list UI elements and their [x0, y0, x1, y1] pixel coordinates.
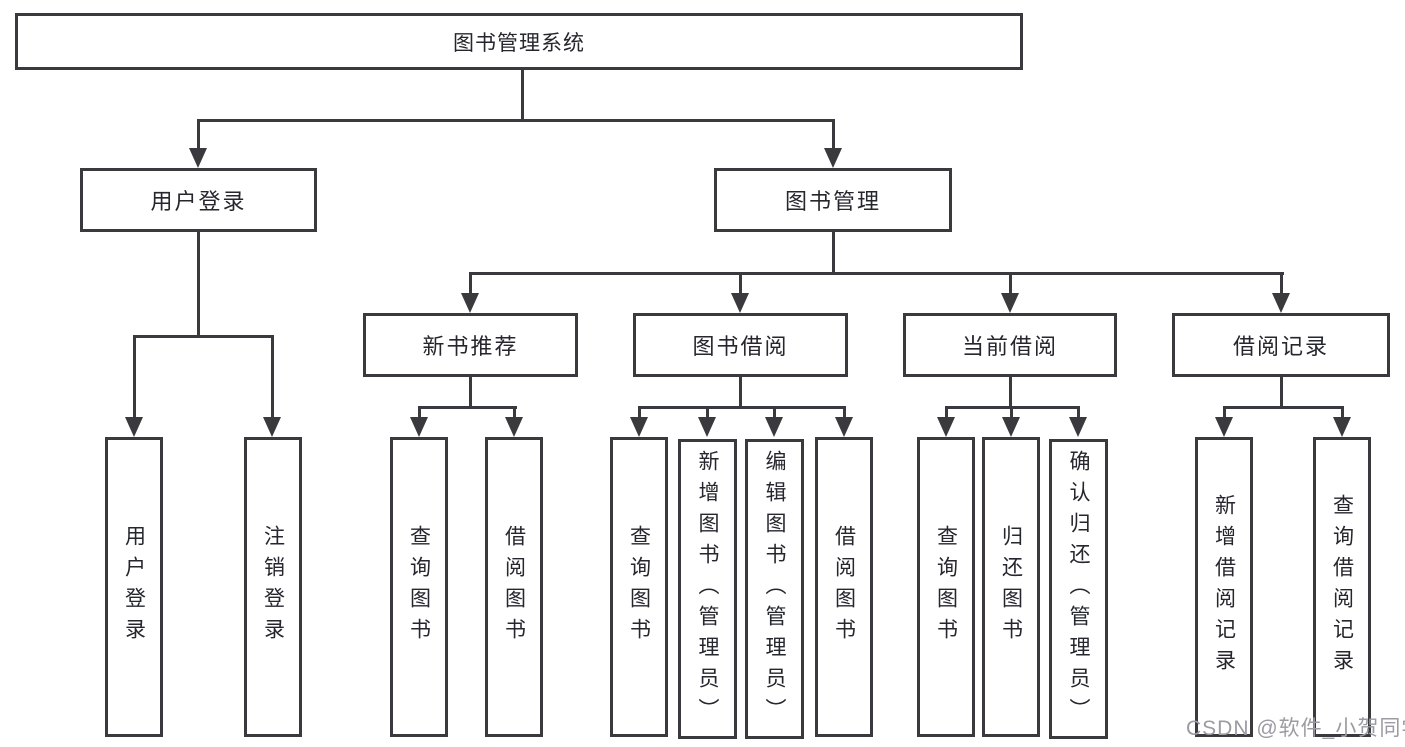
- leaf-user-login-label: 用户登录: [122, 525, 146, 649]
- node-user-login-label: 用户登录: [150, 189, 247, 214]
- leaf-confirm-return-admin: 确认归还（管理员）: [1049, 439, 1108, 739]
- connector-line: [521, 68, 524, 122]
- connector-line: [1341, 407, 1344, 419]
- connector-line: [1077, 407, 1080, 419]
- connector-line: [133, 336, 136, 419]
- arrow-down-icon: [731, 293, 749, 313]
- arrow-down-icon: [824, 148, 842, 168]
- connector-line: [197, 119, 835, 122]
- leaf-query-books-recommend: 查询图书: [390, 437, 448, 737]
- leaf-query-books-borrow-label: 查询图书: [627, 525, 651, 649]
- arrow-down-icon: [410, 417, 428, 437]
- leaf-borrow-books-label: 借阅图书: [832, 525, 856, 649]
- connector-line: [418, 406, 517, 409]
- arrow-down-icon: [1001, 293, 1019, 313]
- leaf-logout-label: 注销登录: [261, 525, 285, 649]
- node-book-management-label: 图书管理: [784, 189, 881, 214]
- connector-line: [513, 407, 516, 419]
- connector-line: [1223, 406, 1344, 409]
- connector-line: [1010, 407, 1013, 419]
- arrow-down-icon: [1333, 417, 1351, 437]
- connector-line: [739, 273, 742, 295]
- connector-line: [638, 406, 846, 409]
- connector-line: [197, 232, 200, 338]
- leaf-add-borrow-record-label: 新增借阅记录: [1212, 494, 1236, 680]
- connector-line: [1009, 273, 1012, 295]
- connector-line: [418, 407, 421, 419]
- connector-line: [1280, 377, 1283, 408]
- connector-line: [945, 407, 948, 419]
- arrow-down-icon: [125, 417, 143, 437]
- leaf-query-books-current-label: 查询图书: [934, 525, 958, 649]
- connector-line: [773, 407, 776, 419]
- connector-line: [271, 336, 274, 419]
- leaf-query-borrow-record: 查询借阅记录: [1313, 437, 1371, 737]
- connector-line: [739, 377, 742, 408]
- arrow-down-icon: [505, 417, 523, 437]
- arrow-down-icon: [698, 417, 716, 437]
- leaf-query-books-recommend-label: 查询图书: [407, 525, 431, 649]
- node-book-borrow-label: 图书借阅: [692, 334, 789, 359]
- leaf-borrow-books-recommend: 借阅图书: [485, 437, 543, 737]
- connector-line: [638, 407, 641, 419]
- leaf-return-book-label: 归还图书: [999, 525, 1023, 649]
- arrow-down-icon: [937, 417, 955, 437]
- connector-line: [469, 377, 472, 408]
- arrow-down-icon: [1215, 417, 1233, 437]
- node-root-label: 图书管理系统: [453, 31, 585, 55]
- leaf-query-borrow-record-label: 查询借阅记录: [1330, 494, 1354, 680]
- watermark: CSDN @软件_小贺同学: [1186, 717, 1405, 740]
- leaf-confirm-return-admin-label: 确认归还（管理员）: [1067, 449, 1090, 729]
- arrow-down-icon: [461, 293, 479, 313]
- node-user-login: 用户登录: [80, 168, 317, 232]
- leaf-user-login: 用户登录: [105, 437, 163, 737]
- node-current-borrow: 当前借阅: [903, 313, 1117, 377]
- leaf-add-book-admin: 新增图书（管理员）: [678, 439, 737, 739]
- arrow-down-icon: [835, 417, 853, 437]
- arrow-down-icon: [1069, 417, 1087, 437]
- arrow-down-icon: [263, 417, 281, 437]
- node-root: 图书管理系统: [15, 13, 1023, 70]
- node-borrow-records-label: 借阅记录: [1232, 334, 1329, 359]
- connector-line: [1009, 377, 1012, 408]
- leaf-edit-book-admin: 编辑图书（管理员）: [745, 439, 804, 739]
- arrow-down-icon: [765, 417, 783, 437]
- node-borrow-records: 借阅记录: [1172, 313, 1390, 377]
- connector-line: [1223, 407, 1226, 419]
- arrow-down-icon: [1272, 293, 1290, 313]
- connector-line: [469, 273, 472, 295]
- connector-line: [843, 407, 846, 419]
- arrow-down-icon: [189, 148, 207, 168]
- leaf-query-books-borrow: 查询图书: [610, 437, 668, 737]
- leaf-borrow-books: 借阅图书: [815, 437, 873, 737]
- leaf-add-book-admin-label: 新增图书（管理员）: [696, 449, 719, 729]
- leaf-query-books-current: 查询图书: [917, 437, 975, 737]
- connector-line: [832, 120, 835, 150]
- connector-line: [706, 407, 709, 419]
- leaf-add-borrow-record: 新增借阅记录: [1195, 437, 1253, 737]
- node-book-management: 图书管理: [714, 168, 952, 232]
- connector-line: [469, 272, 1284, 275]
- connector-line: [197, 120, 200, 150]
- node-current-borrow-label: 当前借阅: [961, 334, 1058, 359]
- connector-line: [1280, 273, 1283, 295]
- connector-line: [133, 335, 274, 338]
- leaf-return-book: 归还图书: [982, 437, 1040, 737]
- leaf-edit-book-admin-label: 编辑图书（管理员）: [763, 449, 786, 729]
- leaf-logout: 注销登录: [244, 437, 302, 737]
- arrow-down-icon: [630, 417, 648, 437]
- node-new-book-recommend-label: 新书推荐: [422, 334, 519, 359]
- arrow-down-icon: [1002, 417, 1020, 437]
- node-book-borrow: 图书借阅: [633, 313, 848, 377]
- node-new-book-recommend: 新书推荐: [363, 313, 578, 377]
- connector-line: [832, 232, 835, 274]
- leaf-borrow-books-recommend-label: 借阅图书: [502, 525, 526, 649]
